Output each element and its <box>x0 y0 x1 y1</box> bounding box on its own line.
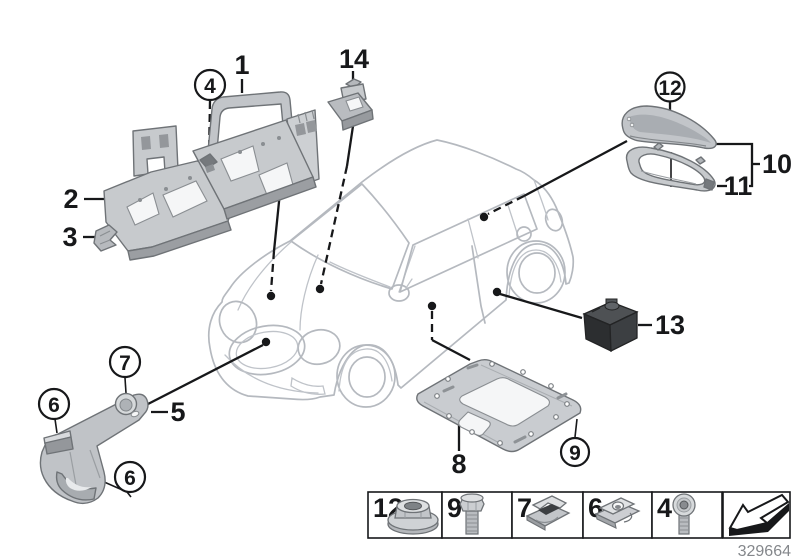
svg-text:6: 6 <box>48 394 60 417</box>
part-8-mounting-plate[interactable] <box>416 359 582 453</box>
callout-label-11[interactable]: 11 <box>724 171 753 201</box>
part-10-cover[interactable] <box>621 105 717 150</box>
legend-cell-6[interactable]: 6 <box>582 491 653 539</box>
callout-circle-12[interactable]: 12 <box>654 71 686 103</box>
svg-text:12: 12 <box>658 77 681 100</box>
cage-clip-icon <box>525 495 571 531</box>
circled-callouts: 4 12 7 6 6 9 <box>37 68 686 494</box>
svg-text:4: 4 <box>204 75 216 98</box>
callout-circle-7[interactable]: 7 <box>108 345 142 379</box>
svg-text:9: 9 <box>569 442 581 465</box>
part-3-clip[interactable] <box>93 224 118 252</box>
fastener-legend: 12 9 7 <box>367 491 791 560</box>
legend-cell-4[interactable]: 4 <box>651 491 723 539</box>
part-11-seal[interactable] <box>625 142 716 192</box>
callout-label-3[interactable]: 3 <box>62 222 77 252</box>
callout-circle-6-upper[interactable]: 6 <box>37 387 71 421</box>
callout-circle-6-lower[interactable]: 6 <box>113 460 147 494</box>
part-1-battery-bracket[interactable] <box>192 91 320 220</box>
oval-head-screw-icon <box>672 493 696 535</box>
part-5-bracket[interactable] <box>39 392 149 505</box>
car-outline-drawing <box>207 139 575 408</box>
direction-arrow-icon <box>728 493 790 536</box>
callout-circle-4[interactable]: 4 <box>193 68 227 102</box>
hex-bolt-icon <box>459 493 485 535</box>
clip-nut-icon <box>594 497 641 529</box>
legend-cell-7[interactable]: 7 <box>511 491 584 539</box>
callout-label-8[interactable]: 8 <box>451 449 466 479</box>
callout-circle-9[interactable]: 9 <box>559 436 591 468</box>
callout-dots <box>261 212 502 347</box>
callout-label-14[interactable]: 14 <box>339 44 369 74</box>
legend-cell-9[interactable]: 9 <box>441 491 513 539</box>
svg-text:9: 9 <box>447 493 462 523</box>
legend-cell-arrow <box>722 491 791 539</box>
callout-label-5[interactable]: 5 <box>170 397 185 427</box>
svg-text:7: 7 <box>119 352 131 375</box>
callout-label-10[interactable]: 10 <box>762 149 792 179</box>
callout-label-2[interactable]: 2 <box>63 184 78 214</box>
svg-text:4: 4 <box>657 493 672 523</box>
part-13-jack-pad[interactable] <box>582 298 639 353</box>
callout-label-1[interactable]: 1 <box>234 50 249 80</box>
part-14-bracket[interactable] <box>327 78 374 131</box>
legend-cell-12[interactable]: 12 <box>367 491 443 539</box>
svg-text:6: 6 <box>124 467 136 490</box>
doc-number: 329664 <box>738 543 791 560</box>
callout-label-13[interactable]: 13 <box>655 310 685 340</box>
flange-nut-icon <box>387 498 439 535</box>
